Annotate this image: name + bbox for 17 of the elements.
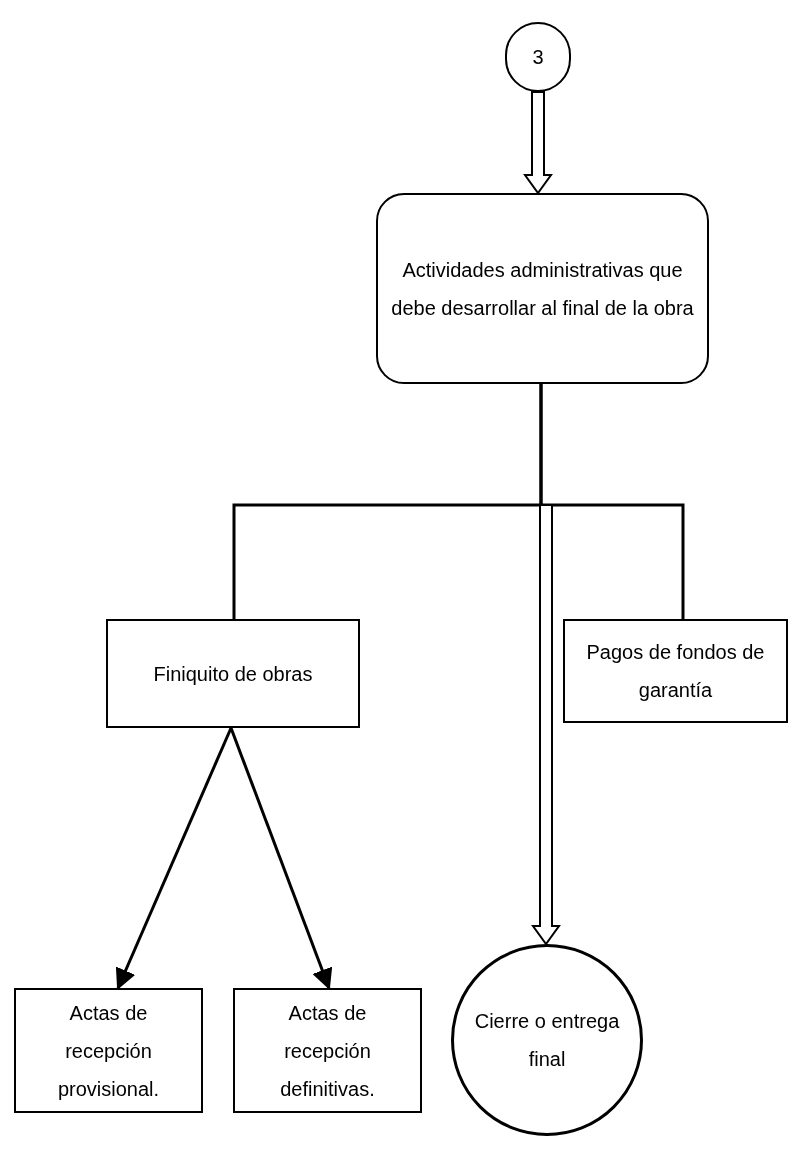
node-label: Finiquito de obras bbox=[153, 661, 313, 687]
arrow bbox=[115, 727, 233, 990]
hollow-arrow bbox=[523, 91, 553, 195]
process-box bbox=[233, 988, 422, 1113]
connector-line bbox=[539, 384, 685, 619]
process-box bbox=[563, 619, 788, 723]
node-label: Cierre o entrega final bbox=[473, 1009, 621, 1072]
node-label: Actas de recepción provisional. bbox=[56, 1000, 161, 1102]
node-label: Actividades administrativas que debe desarrollar al final de la obra bbox=[390, 257, 695, 321]
arrow bbox=[229, 727, 333, 990]
process-box bbox=[106, 619, 360, 728]
node-label: 3 bbox=[532, 45, 544, 70]
hollow-arrow bbox=[531, 504, 561, 946]
node-label: Actas de recepción definitivas. bbox=[279, 1000, 376, 1102]
node-label: Pagos de fondos de garantía bbox=[585, 640, 766, 703]
process-box bbox=[376, 193, 709, 384]
process-box bbox=[14, 988, 203, 1113]
